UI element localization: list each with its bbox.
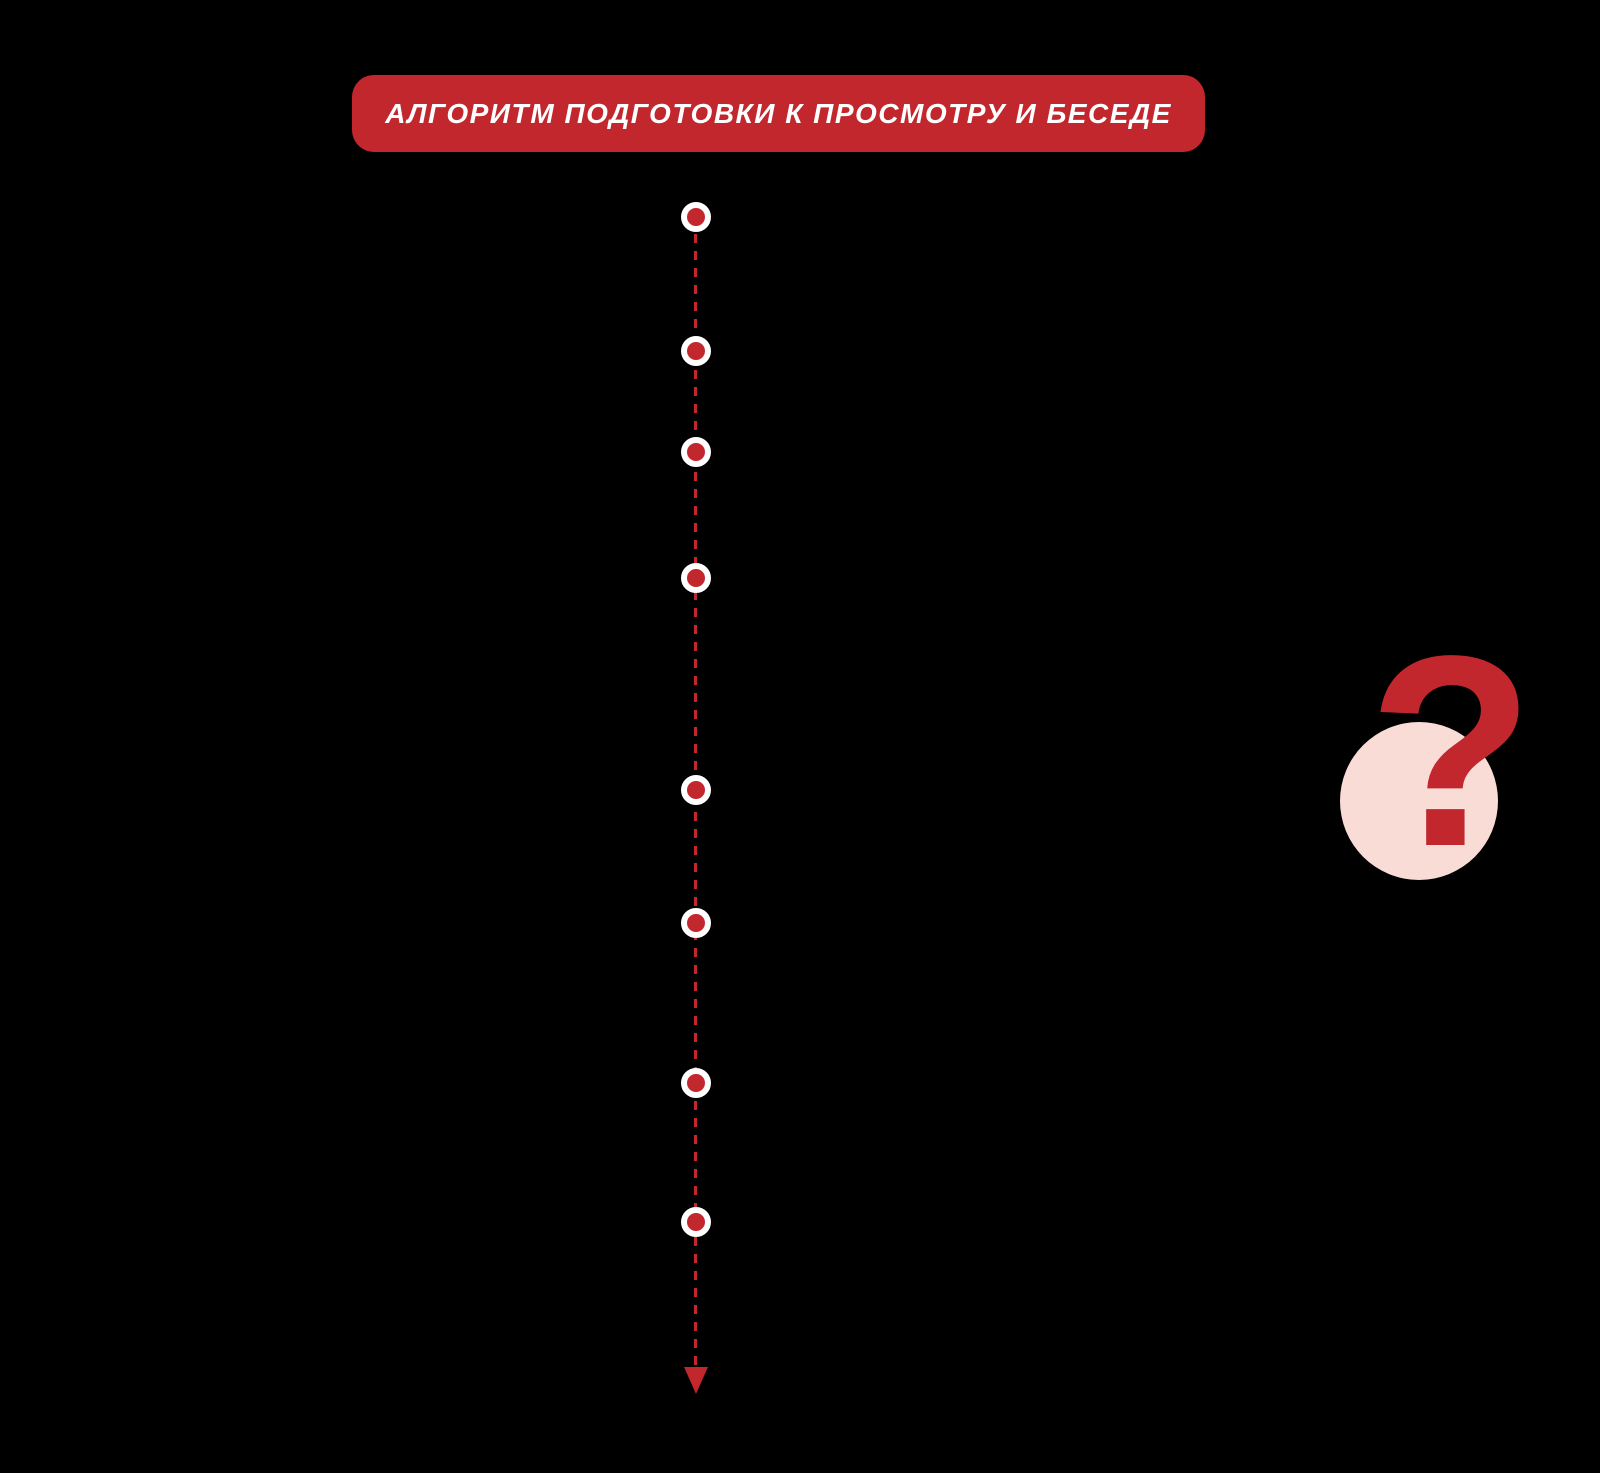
timeline-dot	[681, 908, 711, 938]
timeline-dot	[681, 1068, 711, 1098]
question-mark-icon: ?	[1368, 599, 1535, 903]
title-banner: АЛГОРИТМ ПОДГОТОВКИ К ПРОСМОТРУ И БЕСЕДЕ	[352, 75, 1205, 152]
timeline-dot	[681, 202, 711, 232]
timeline-dot	[681, 437, 711, 467]
timeline-dot	[681, 336, 711, 366]
timeline-dot	[681, 775, 711, 805]
page-title: АЛГОРИТМ ПОДГОТОВКИ К ПРОСМОТРУ И БЕСЕДЕ	[385, 97, 1172, 129]
arrow-down-icon	[684, 1367, 708, 1394]
question-circle-badge	[1340, 722, 1498, 880]
timeline-dot	[681, 1207, 711, 1237]
timeline-dot	[681, 563, 711, 593]
